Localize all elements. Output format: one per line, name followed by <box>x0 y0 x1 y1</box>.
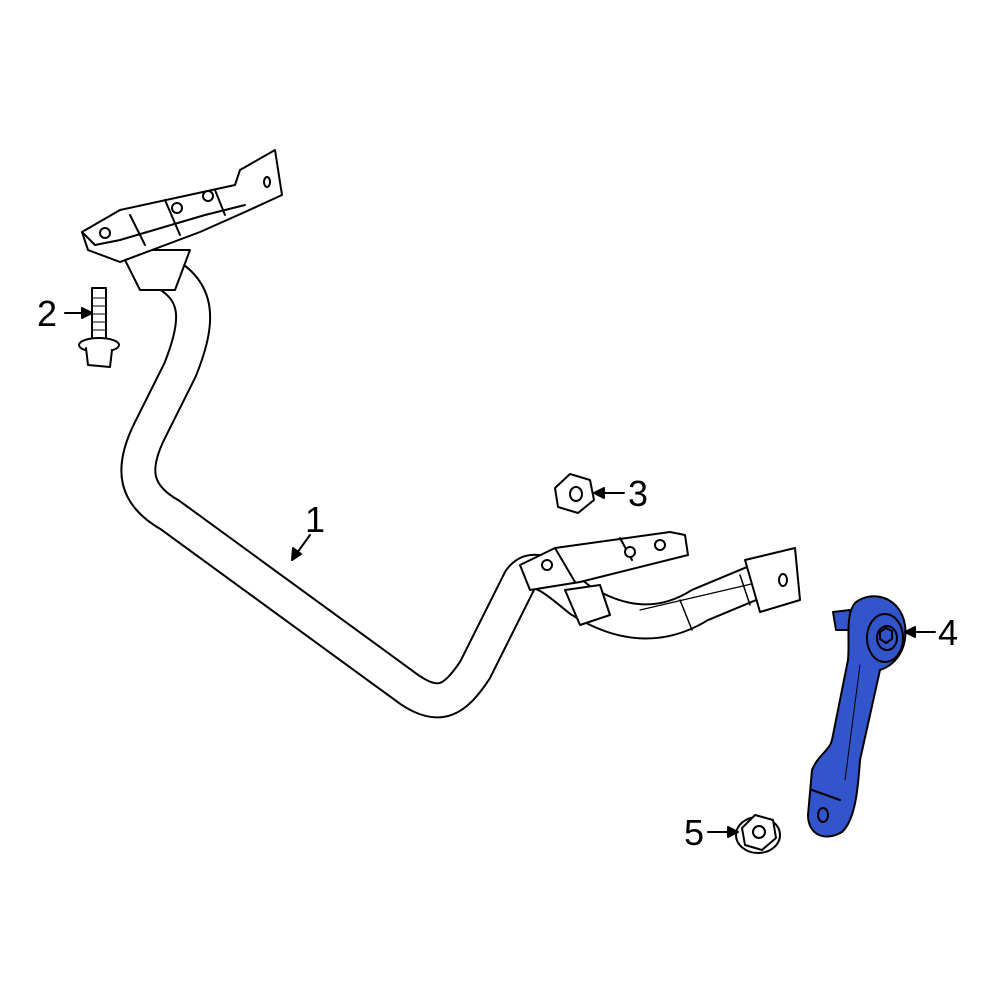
stabilizer-link[interactable] <box>807 595 907 838</box>
callout-3: 3 <box>628 473 649 514</box>
right-bushing-bracket <box>519 531 801 626</box>
callout-2: 2 <box>37 293 58 334</box>
left-bushing-bracket <box>81 149 283 291</box>
nut[interactable] <box>554 473 595 514</box>
callout-1: 1 <box>305 499 326 540</box>
callout-4: 4 <box>938 612 959 653</box>
nut[interactable] <box>735 814 781 854</box>
bolt[interactable] <box>78 287 120 368</box>
callout-5: 5 <box>684 812 705 853</box>
stabilizer-bar[interactable] <box>120 252 778 719</box>
leader-lines <box>64 307 936 838</box>
